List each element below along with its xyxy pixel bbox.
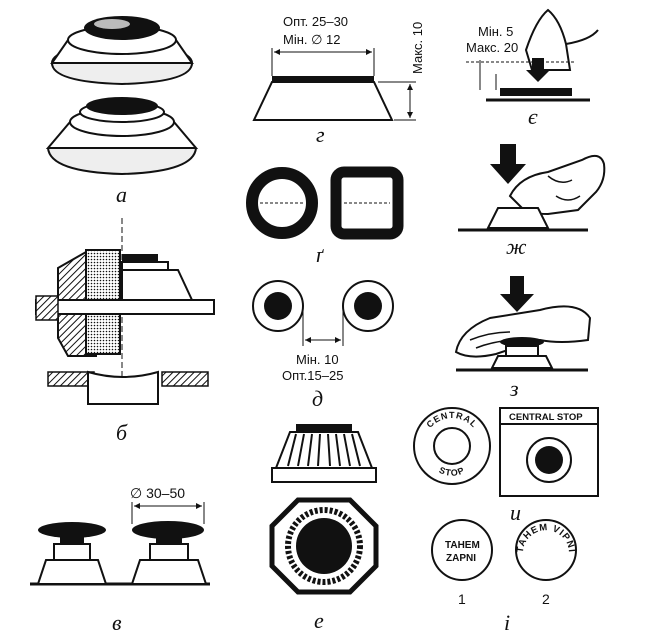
caption-g: г [316, 122, 325, 147]
conical-button-top [50, 16, 194, 86]
panel-ye: Мін. 5 Макс. 20 є [466, 8, 599, 129]
octagon-knob-top [269, 497, 379, 595]
max-label-ye: Макс. 20 [466, 40, 518, 55]
panel-b: б [35, 218, 215, 445]
panel-g2: ґ [246, 166, 404, 267]
min-label-g: Мін. ∅ 12 [283, 32, 341, 47]
caption-b: б [116, 420, 128, 445]
ribbed-knob-side [271, 424, 377, 483]
button-1: TAHEM ZAPNI [431, 519, 493, 581]
square-shape [330, 166, 404, 240]
number-1: 1 [458, 591, 466, 607]
opt-label-g: Опт. 25–30 [283, 14, 348, 29]
panel-a: а [45, 16, 199, 207]
min-label-ye: Мін. 5 [478, 24, 513, 39]
caption-d: д [312, 386, 323, 411]
arrow-down-icon [500, 276, 534, 312]
panel-v: ∅ 30–50 в [30, 485, 210, 635]
caption-v: в [112, 610, 122, 635]
caption-zh: ж [506, 234, 527, 259]
panel-e: е [269, 424, 379, 633]
max-label-g: Макс. 10 [410, 22, 425, 74]
panel-ii: TAHEM ZAPNI TAHEM VIPNI 1 2 і [431, 519, 577, 635]
button1-line2: ZAPNI [446, 553, 476, 564]
caption-a: а [116, 182, 127, 207]
panel-plate [35, 299, 215, 315]
caption-ye: є [528, 104, 538, 129]
button1-line1: TAHEM [445, 540, 480, 551]
boxed-central-stop-button: CENTRAL STOP [499, 407, 599, 497]
caption-g2: ґ [316, 242, 324, 267]
panel-g: Опт. 25–30 Мін. ∅ 12 Макс. 10 г [252, 14, 425, 147]
caption-i: и [510, 500, 521, 525]
arrow-down-icon [526, 58, 550, 82]
mushroom-button-left [36, 522, 108, 585]
caption-z: з [509, 376, 519, 401]
panel-d: Мін. 10 Опт.15–25 д [252, 280, 394, 411]
dimension-label-v: ∅ 30–50 [130, 485, 185, 501]
number-2: 2 [542, 591, 550, 607]
opt-label-d: Опт.15–25 [282, 368, 343, 383]
round-shape [246, 167, 318, 239]
mushroom-button-right [130, 521, 208, 585]
box-label: CENTRAL STOP [509, 412, 583, 423]
round-central-stop-button: CENTRAL STOP [413, 407, 491, 485]
arrow-down-icon [490, 144, 526, 184]
svg-text:STOP: STOP [438, 465, 467, 478]
conical-button-bottom [45, 97, 199, 176]
panel-i: CENTRAL STOP CENTRAL STOP и [413, 407, 599, 525]
round-label-bottom: STOP [438, 465, 466, 478]
panel-zh: ж [458, 144, 606, 259]
caption-ii: і [504, 610, 510, 635]
panel-z: з [454, 276, 592, 401]
button-2: TAHEM VIPNI [515, 519, 577, 581]
min-label-d: Мін. 10 [296, 352, 339, 367]
caption-e: е [314, 608, 324, 633]
